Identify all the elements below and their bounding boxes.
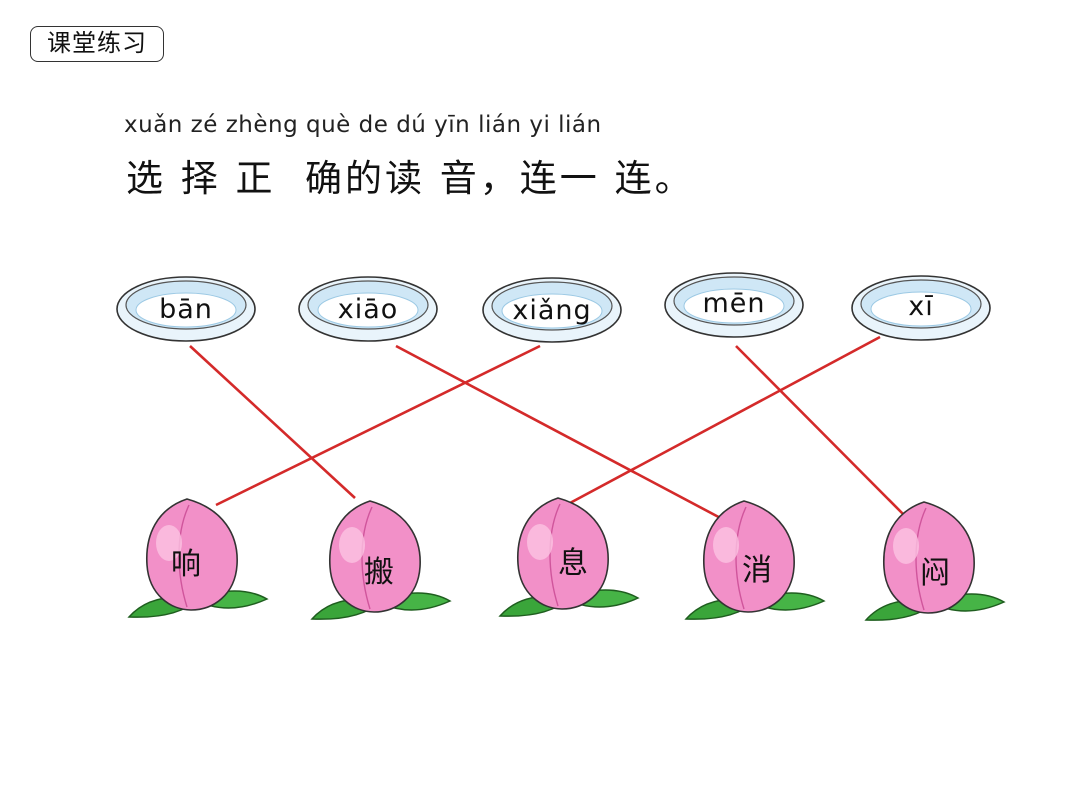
connection-line [216, 346, 540, 505]
plate-xiang[interactable]: xiǎng [481, 273, 623, 343]
plate-xiao[interactable]: xiāo [297, 272, 439, 342]
peach-men[interactable]: 闷 [864, 498, 1006, 633]
peach-label: 闷 [876, 548, 994, 592]
plate-xi[interactable]: xī [850, 271, 992, 341]
connection-line [190, 346, 355, 498]
peach-ban[interactable]: 搬 [310, 497, 452, 632]
peach-xi[interactable]: 息 [498, 494, 640, 629]
plate-label: xiāo [297, 294, 439, 325]
plate-label: xiǎng [481, 295, 623, 326]
peach-xiang[interactable]: 响 [127, 495, 269, 630]
plate-ban[interactable]: bān [115, 272, 257, 342]
peach-label: 消 [698, 545, 816, 589]
peach-label: 息 [514, 538, 632, 582]
plate-men[interactable]: mēn [663, 268, 805, 338]
connection-line [570, 337, 880, 503]
peach-label: 搬 [320, 547, 438, 591]
plate-label: xī [850, 291, 992, 322]
connection-line [736, 346, 905, 516]
plate-label: mēn [663, 288, 805, 319]
peach-label: 响 [127, 539, 245, 583]
peach-xiao[interactable]: 消 [684, 497, 826, 632]
plate-label: bān [115, 294, 257, 325]
